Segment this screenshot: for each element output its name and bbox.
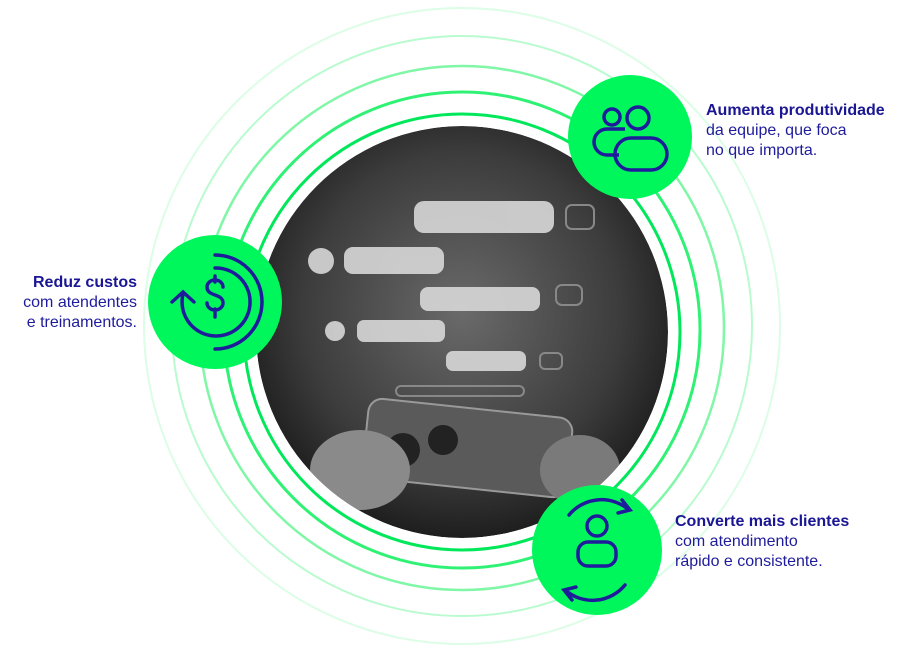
benefit-title: Converte mais clientes bbox=[675, 513, 850, 530]
benefit-title: Reduz custos bbox=[32, 274, 137, 291]
user-refresh-icon bbox=[560, 497, 634, 603]
dollar-cycle-icon bbox=[170, 253, 264, 351]
benefit-title: Aumenta produtividade bbox=[706, 102, 885, 119]
benefit-productivity: Aumenta produtividade da equipe, que foc… bbox=[706, 101, 885, 161]
benefit-costs: Reduz custos com atendentes e treinament… bbox=[0, 273, 137, 333]
benefit-circle-convert bbox=[532, 485, 662, 615]
team-icon bbox=[592, 105, 669, 172]
benefit-desc: com atendentes bbox=[23, 294, 137, 311]
benefit-desc: da equipe, que foca bbox=[706, 122, 847, 139]
benefit-desc: e treinamentos. bbox=[26, 314, 137, 331]
benefit-desc: rápido e consistente. bbox=[675, 553, 823, 570]
benefit-desc: com atendimento bbox=[675, 533, 798, 550]
benefit-desc: no que importa. bbox=[706, 142, 818, 159]
benefit-convert: Converte mais clientes com atendimento r… bbox=[675, 512, 849, 572]
phone-photo bbox=[256, 126, 668, 538]
